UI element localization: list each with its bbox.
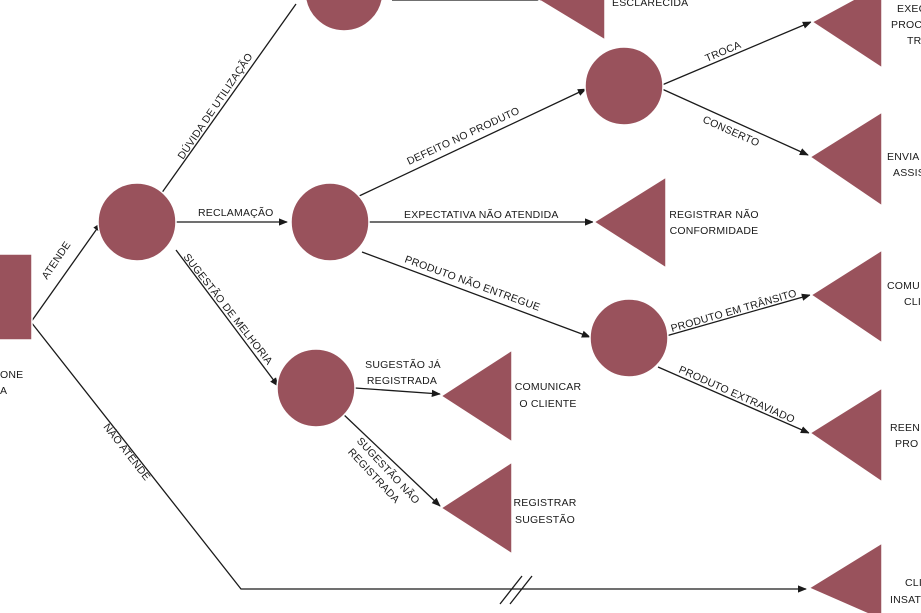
- label-troca: TROCA: [703, 39, 742, 65]
- label-expectativa: EXPECTATIVA NÃO ATENDIDA: [404, 208, 559, 221]
- label-em-transito: PRODUTO EM TRÂNSITO: [669, 286, 798, 334]
- decision-node-sugestao: [276, 348, 356, 428]
- leaf-transito-line-2: CLI: [904, 296, 921, 308]
- edge-break-mark-1: [499, 575, 523, 605]
- result-triangle-nao-conformidade: [592, 175, 667, 270]
- leaf-comunicar-line-1: COMUNICAR: [515, 381, 582, 393]
- leaf-insatisfeito-line-2: INSAT: [890, 594, 921, 606]
- result-triangle-conserto: [808, 110, 883, 208]
- label-reclamacao: RECLAMAÇÃO: [198, 206, 274, 219]
- label-sugestao: SUGESTÃO DE MELHORIA: [181, 251, 276, 367]
- connectors: [30, 0, 812, 605]
- result-triangle-registrar-sugestao: [439, 460, 513, 556]
- edge-troca: [661, 21, 812, 86]
- root-label-line-1: ONE: [0, 369, 23, 381]
- result-triangle-troca: [810, 0, 883, 70]
- leaf-nao-conformidade-line-1: REGISTRAR NÃO: [669, 208, 759, 221]
- leaf-troca-line-2: PROC: [891, 19, 921, 31]
- leaf-esclarecida-line-1: ESCLARECIDA: [612, 0, 688, 9]
- label-sugestao-nao-registrada: SUGESTÃO NÃO REGISTRADA: [345, 435, 422, 507]
- edge-sugestao-nao-registrada: [341, 412, 441, 507]
- edge-defeito: [356, 88, 587, 198]
- leaf-registrar-sugestao-line-2: SUGESTÃO: [515, 513, 575, 526]
- leaf-extraviado-line-1: REEN: [890, 422, 920, 434]
- label-sugestao-registrada: SUGESTÃO JÁ REGISTRADA: [365, 358, 441, 387]
- result-triangle-esclarecida: [537, 0, 606, 42]
- decision-node-entrega: [589, 298, 669, 378]
- decision-node-defeito: [584, 46, 664, 126]
- result-triangle-comunicar: [439, 348, 513, 444]
- decision-node-call: [97, 182, 177, 262]
- leaf-troca-line-1: EXEC: [897, 3, 921, 15]
- leaf-insatisfeito-line-1: CLI: [905, 577, 921, 589]
- result-triangle-extraviado: [808, 386, 883, 484]
- nodes: [0, 0, 883, 613]
- edge-nao-entregue: [361, 251, 591, 338]
- decision-node-duvida: [305, 0, 383, 32]
- label-nao-entregue: PRODUTO NÃO ENTREGUE: [403, 253, 542, 314]
- label-defeito: DEFEITO NO PRODUTO: [405, 105, 521, 168]
- label-extraviado: PRODUTO EXTRAVIADO: [677, 364, 797, 426]
- leaf-extraviado-line-2: PRO: [895, 438, 918, 450]
- leaf-transito-line-1: COMU: [887, 280, 920, 292]
- edge-labels: ATENDE NÃO ATENDE DÚVIDA DE UTILIZAÇÃO R…: [40, 39, 799, 507]
- leaf-nao-conformidade-line-2: CONFORMIDADE: [670, 225, 759, 237]
- label-nao-atende: NÃO ATENDE: [101, 421, 154, 483]
- edge-break-mark-2: [509, 575, 533, 605]
- edge-extraviado: [657, 366, 810, 434]
- edge-sugestao-registrada: [354, 387, 441, 398]
- leaf-comunicar-line-2: O CLIENTE: [519, 398, 576, 410]
- label-atende: ATENDE: [40, 239, 74, 281]
- leaf-conserto-line-2: ASSIS: [893, 167, 921, 179]
- decision-node-reclamacao: [290, 182, 370, 262]
- label-conserto: CONSERTO: [701, 114, 761, 150]
- result-triangle-transito: [809, 248, 883, 345]
- leaf-registrar-sugestao-line-1: REGISTRAR: [513, 497, 576, 509]
- root-label-line-2: A: [0, 385, 7, 397]
- edge-conserto: [661, 88, 809, 156]
- label-sugestao-registrada-line-1: SUGESTÃO JÁ: [365, 358, 441, 371]
- edge-atende: [30, 222, 102, 323]
- leaf-conserto-line-1: ENVIA: [887, 151, 920, 163]
- edge-duvida: [160, 3, 297, 195]
- label-duvida: DÚVIDA DE UTILIZAÇÃO: [175, 50, 256, 161]
- edge-sugestao: [175, 249, 279, 387]
- label-sugestao-registrada-line-2: REGISTRADA: [367, 375, 437, 387]
- edge-nao-atende: [30, 321, 807, 593]
- edge-em-transito: [665, 293, 811, 337]
- root-node: [0, 253, 33, 341]
- result-triangle-insatisfeito: [807, 541, 883, 613]
- leaf-troca-line-3: TR: [907, 35, 921, 47]
